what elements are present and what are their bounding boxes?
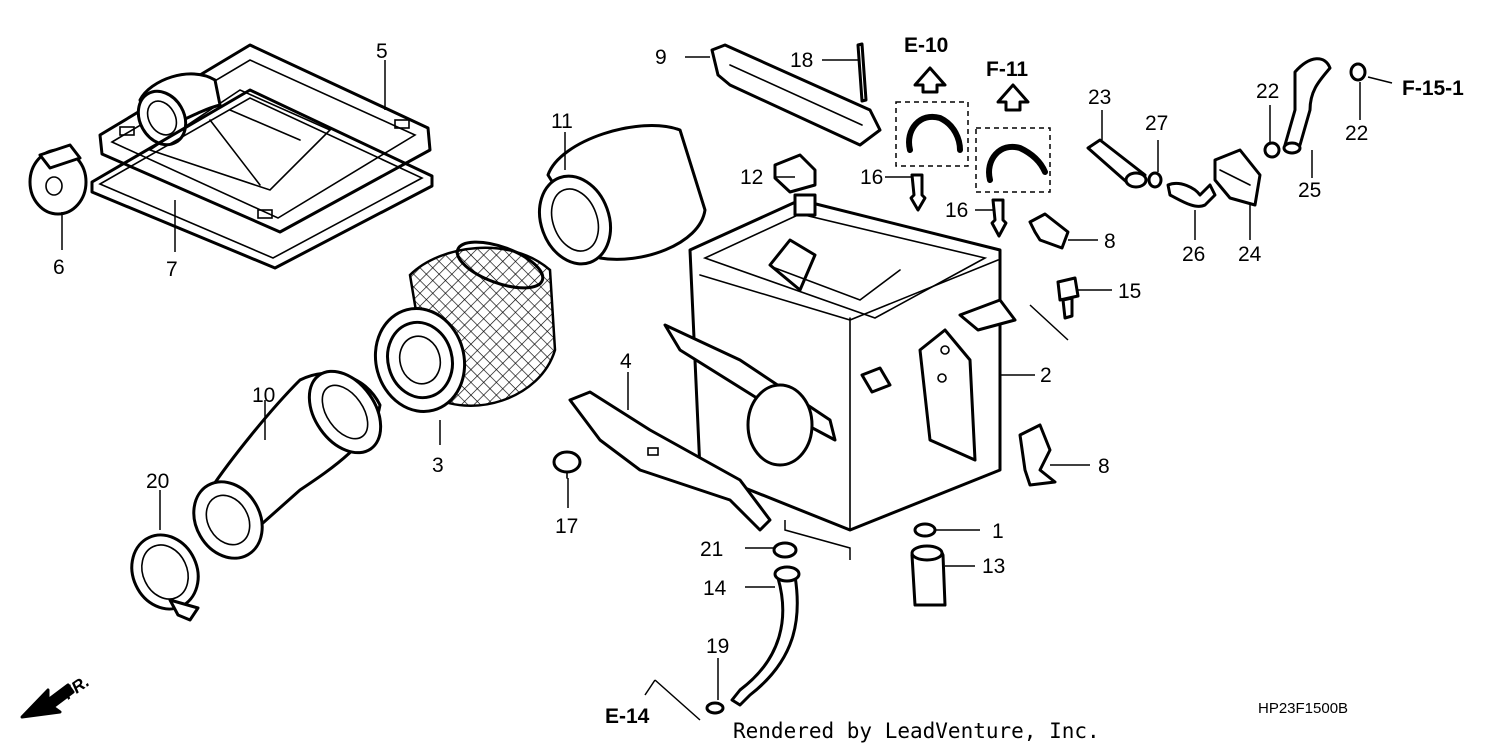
cap-part-6 [28, 143, 88, 216]
bracket-part-4 [568, 390, 772, 532]
label-part-24: 24 [1238, 243, 1262, 266]
label-part-17: 17 [555, 515, 578, 538]
bolt-part-15 [1056, 276, 1080, 320]
hose-part-25 [1282, 57, 1332, 155]
label-part-4: 4 [620, 350, 632, 373]
leader-lines [61, 56, 1393, 721]
label-part-22a: 22 [1256, 80, 1279, 103]
pin-part-18 [856, 42, 868, 103]
ref-f11: F-11 [986, 58, 1028, 81]
f11-reference-box [975, 83, 1051, 193]
clip-part-1 [913, 522, 937, 538]
label-part-22b: 22 [1345, 122, 1368, 145]
label-part-14: 14 [703, 577, 727, 600]
clip-part-19 [705, 701, 725, 715]
band-part-20 [130, 533, 200, 622]
label-part-20: 20 [146, 470, 169, 493]
label-part-18: 18 [790, 49, 813, 72]
label-part-25: 25 [1298, 179, 1321, 202]
clip-part-22a [1263, 141, 1281, 159]
label-part-21: 21 [700, 538, 723, 561]
label-part-7: 7 [166, 258, 178, 281]
label-part-3: 3 [432, 454, 444, 477]
label-part-26: 26 [1182, 243, 1205, 266]
valve-part-24 [1213, 148, 1262, 207]
label-part-2: 2 [1040, 364, 1052, 387]
case-part-2 [663, 193, 1017, 532]
label-part-8b: 8 [1098, 455, 1110, 478]
label-part-9: 9 [655, 46, 667, 69]
hose-part-26 [1166, 181, 1217, 208]
tube-part-10 [192, 369, 383, 560]
label-part-6: 6 [53, 256, 65, 279]
clip-part-27 [1147, 171, 1163, 189]
label-part-16a: 16 [860, 166, 883, 189]
fitting-part-16a [909, 173, 927, 212]
e10-reference-box [895, 66, 969, 167]
front-direction-icon [20, 683, 75, 719]
foam-element-part-11 [538, 124, 707, 266]
clip-part-22b [1349, 62, 1367, 82]
label-part-8a: 8 [1104, 230, 1116, 253]
clamp-part-8a [1028, 212, 1070, 250]
ref-e14: E-14 [605, 705, 650, 728]
part-labels: 5 6 7 9 18 11 12 16 16 8 15 2 4 10 3 20 … [53, 40, 1368, 658]
label-part-19: 19 [706, 635, 729, 658]
clip-part-21 [772, 541, 798, 559]
label-part-1: 1 [992, 520, 1004, 543]
gasket-part-7 [90, 88, 434, 270]
label-part-23: 23 [1088, 86, 1111, 109]
diagram-code: HP23F1500B [1258, 700, 1348, 717]
label-part-10: 10 [252, 384, 275, 407]
label-part-16b: 16 [945, 199, 968, 222]
ref-e10: E-10 [904, 34, 948, 57]
tube-part-14 [730, 565, 801, 707]
tube-part-23 [1086, 138, 1148, 189]
label-part-13: 13 [982, 555, 1005, 578]
label-part-11: 11 [551, 110, 573, 133]
drain-part-13 [910, 544, 947, 607]
fitting-part-16b [990, 198, 1008, 238]
label-part-5: 5 [376, 40, 388, 63]
element-part-3 [373, 240, 557, 414]
strap-part-9 [710, 43, 882, 147]
case-cover-part-5 [98, 43, 432, 234]
pad-part-12 [773, 153, 817, 194]
ref-f151: F-15-1 [1402, 77, 1464, 100]
label-part-12: 12 [740, 166, 763, 189]
clamp-part-8b [1018, 423, 1057, 487]
label-part-15: 15 [1118, 280, 1141, 303]
credit-text: Rendered by LeadVenture, Inc. [733, 719, 1100, 743]
label-part-27: 27 [1145, 112, 1168, 135]
clip-part-17 [552, 450, 582, 479]
